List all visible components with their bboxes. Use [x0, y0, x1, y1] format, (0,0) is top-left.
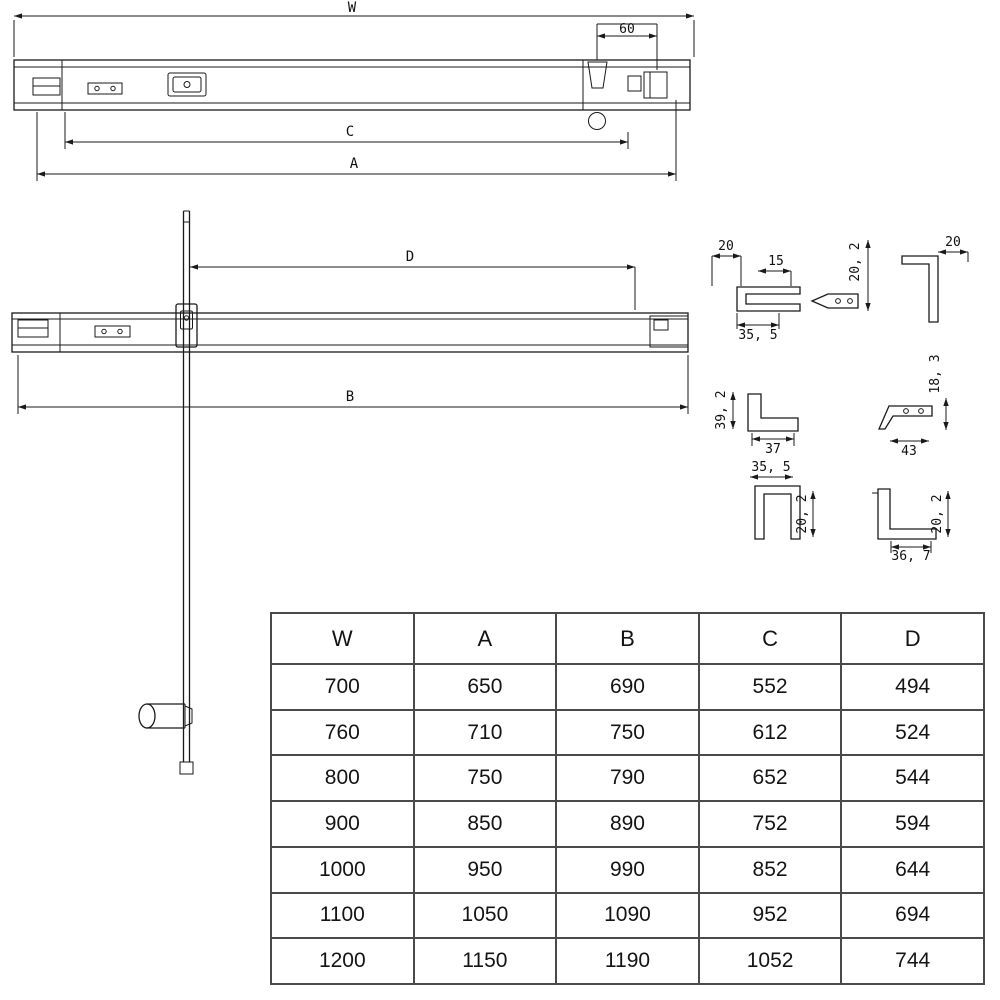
dim-label-p1-width: 20 — [718, 239, 734, 254]
dim-b: B — [17, 355, 689, 414]
table-cell: 524 — [840, 708, 985, 757]
profile-top-right: 20 18, 3 — [901, 235, 969, 430]
table-cell: 750 — [412, 754, 558, 803]
dim-label-p1-height: 20, 2 — [848, 242, 863, 281]
table-cell: 694 — [840, 891, 985, 940]
col-header-a: A — [412, 612, 558, 665]
col-header-d: D — [840, 612, 985, 665]
table-cell: 850 — [412, 800, 558, 848]
table-header-row: W A B C D — [270, 612, 985, 665]
top-view-frame — [13, 59, 691, 130]
handle-knob — [138, 703, 193, 729]
profile-details: 20 15 35, 5 20, 2 20 18, 3 — [711, 235, 969, 564]
hinge-block — [175, 303, 198, 348]
table-cell: 710 — [412, 708, 558, 757]
dim-label-c: C — [346, 124, 354, 140]
table-row: 700 650 690 552 494 — [270, 663, 985, 711]
table-cell: 690 — [555, 663, 700, 711]
vertical-bar — [182, 210, 191, 762]
dimension-table: W A B C D 700 650 690 552 494 760 710 — [270, 612, 985, 985]
table-cell: 650 — [412, 663, 558, 711]
table-cell: 552 — [697, 663, 843, 711]
table-cell: 990 — [555, 845, 700, 894]
knob-top-view — [587, 61, 608, 130]
dim-label-60: 60 — [619, 22, 635, 37]
right-end-cap — [643, 71, 668, 99]
dim-label-p6-height: 20, 2 — [930, 494, 945, 533]
col-header-w: W — [270, 612, 415, 665]
table-cell: 800 — [270, 754, 415, 803]
table-cell: 744 — [840, 937, 985, 985]
table-cell: 612 — [697, 708, 843, 757]
table-cell: 544 — [840, 754, 985, 803]
dim-label-p1-depth: 35, 5 — [738, 328, 777, 343]
table-cell: 900 — [270, 800, 415, 848]
dim-w: W — [13, 0, 695, 57]
table-cell: 1100 — [270, 891, 415, 940]
table-row: 900 850 890 752 594 — [270, 800, 985, 848]
dim-a: A — [36, 100, 677, 181]
dim-label-p5-height: 20, 2 — [795, 494, 810, 533]
table-cell: 890 — [555, 800, 700, 848]
table-cell: 952 — [697, 891, 843, 940]
col-header-b: B — [555, 612, 700, 665]
dim-d: D — [190, 249, 636, 310]
profile-middle-left: 39, 2 37 — [714, 390, 799, 457]
col-header-c: C — [697, 612, 843, 665]
table-row: 1200 1150 1190 1052 744 — [270, 937, 985, 985]
clamp-top — [87, 82, 123, 95]
bar-bottom-cap — [179, 761, 194, 775]
dim-label-b: B — [346, 389, 354, 405]
table-cell: 1052 — [697, 937, 843, 985]
profile-bottom-left: 35, 5 20, 2 — [750, 460, 816, 540]
profile-top-left: 20 15 35, 5 20, 2 — [711, 239, 871, 343]
table-cell: 1190 — [555, 937, 700, 985]
dim-60: 60 — [596, 22, 658, 70]
roller-block — [167, 72, 207, 97]
dim-label-p4-width: 43 — [901, 444, 917, 459]
table-cell: 852 — [697, 845, 843, 894]
profile-middle-right: 43 — [878, 405, 933, 459]
table-row: 1000 950 990 852 644 — [270, 845, 985, 894]
dim-label-p2-height: 18, 3 — [928, 354, 943, 393]
dimension-table-container: W A B C D 700 650 690 552 494 760 710 — [270, 612, 985, 985]
table-cell: 494 — [840, 663, 985, 711]
dim-label-p5-width: 35, 5 — [751, 460, 790, 475]
dim-label-p3-width: 37 — [765, 442, 781, 457]
table-row: 760 710 750 612 524 — [270, 708, 985, 757]
right-end-bracket — [649, 315, 689, 348]
table-cell: 644 — [840, 845, 985, 894]
dim-label-w: W — [348, 0, 357, 16]
right-small-bracket — [627, 75, 642, 92]
dim-label-a: A — [350, 156, 359, 172]
table-cell: 652 — [697, 754, 843, 803]
table-cell: 1150 — [412, 937, 558, 985]
profile-bottom-right: 20, 2 36, 7 — [872, 488, 951, 564]
table-cell: 1090 — [555, 891, 700, 940]
table-cell: 760 — [270, 708, 415, 757]
dim-label-p3-height: 39, 2 — [714, 390, 729, 429]
table-cell: 1050 — [412, 891, 558, 940]
dim-label-d: D — [406, 249, 414, 265]
front-view: D B — [11, 210, 689, 775]
top-view: W 60 C A — [13, 0, 695, 181]
table-cell: 700 — [270, 663, 415, 711]
front-view-frame — [11, 312, 689, 353]
dim-c: C — [64, 112, 629, 149]
clamp-front — [94, 325, 131, 338]
dim-label-p6-width: 36, 7 — [891, 549, 930, 564]
table-cell: 1200 — [270, 937, 415, 985]
table-row: 1100 1050 1090 952 694 — [270, 891, 985, 940]
table-row: 800 750 790 652 544 — [270, 754, 985, 803]
dim-label-p2-width: 20 — [945, 235, 961, 250]
table-cell: 750 — [555, 708, 700, 757]
table-cell: 950 — [412, 845, 558, 894]
table-cell: 594 — [840, 800, 985, 848]
table-cell: 1000 — [270, 845, 415, 894]
table-cell: 790 — [555, 754, 700, 803]
table-cell: 752 — [697, 800, 843, 848]
dim-label-p1-gap: 15 — [768, 254, 784, 269]
